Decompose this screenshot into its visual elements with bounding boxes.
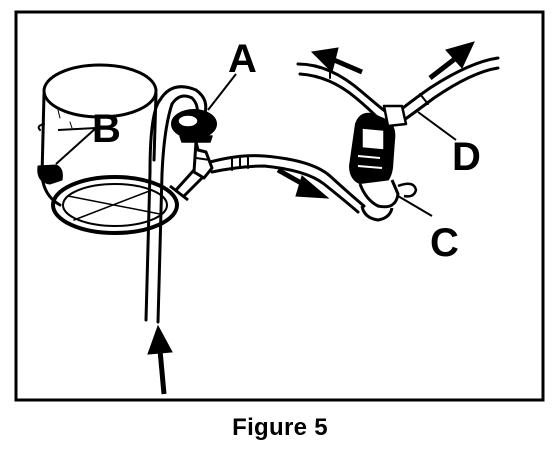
label-c: C xyxy=(430,221,459,265)
tee-fitting xyxy=(169,140,214,202)
fitting-a xyxy=(171,109,217,143)
figure-frame xyxy=(14,10,545,402)
flow-arrows xyxy=(147,41,475,395)
figure-caption: Figure 5 xyxy=(232,414,328,441)
arrow-upper-right xyxy=(428,41,475,80)
label-a: A xyxy=(228,37,257,81)
fuel-line xyxy=(208,154,366,214)
y-hose xyxy=(296,56,500,128)
arrow-upper-left xyxy=(310,47,363,75)
label-d: D xyxy=(452,135,481,179)
filter-canister xyxy=(37,63,179,235)
leader-lines xyxy=(55,73,457,217)
arrow-to-carburetor xyxy=(276,167,330,199)
carburetor xyxy=(349,112,418,222)
label-b: B xyxy=(92,107,121,151)
arrow-up-inlet xyxy=(147,324,173,395)
